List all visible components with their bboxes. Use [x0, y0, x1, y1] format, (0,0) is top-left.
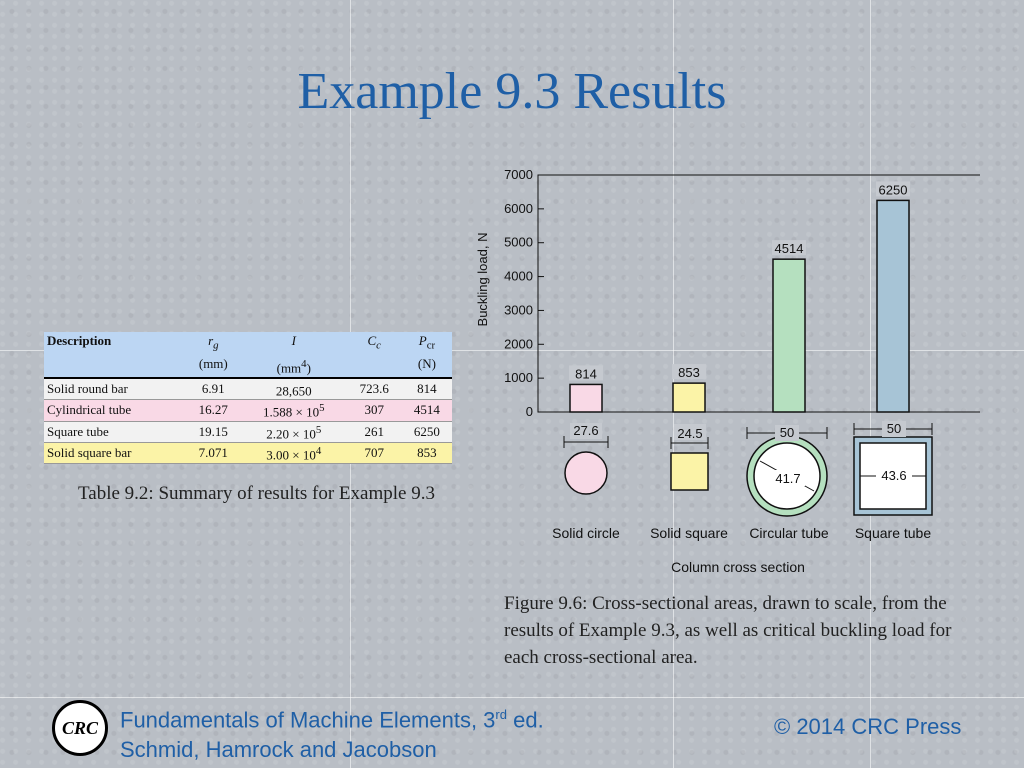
header-rg-unit: (mm) [185, 354, 241, 379]
y-tick-label: 0 [526, 404, 533, 419]
table-caption: Table 9.2: Summary of results for Exampl… [78, 483, 435, 504]
category-label: Solid square [650, 525, 728, 541]
header-description: Description [44, 332, 186, 355]
summary-table: Description rg I Cc Pcr (mm) (mm4) (N) S… [44, 332, 452, 465]
solid-circle-shape [564, 451, 608, 495]
y-tick-label: 5000 [504, 235, 533, 250]
dim-solid-circle: 27.6 [573, 423, 598, 438]
bar-value-label: 4514 [775, 241, 804, 256]
header-cc: Cc [346, 332, 402, 355]
table-header-row: Description rg I Cc Pcr [44, 332, 452, 355]
table-row: Square tube 19.15 2.20 × 105 261 6250 [44, 421, 452, 443]
bar [672, 382, 706, 413]
dim-circular-tube-outer: 50 [780, 425, 794, 440]
crc-logo: CRC [52, 700, 108, 756]
table-header-units-row: (mm) (mm4) (N) [44, 354, 452, 379]
value-label-bg [672, 364, 706, 380]
y-tick-label: 4000 [504, 269, 533, 284]
category-label: Square tube [855, 525, 931, 541]
dim-square-tube-outer: 50 [887, 421, 901, 436]
footer-book-title: Fundamentals of Machine Elements, 3rd ed… [120, 707, 544, 733]
y-tick-label: 6000 [504, 201, 533, 216]
x-axis-label: Column cross section [671, 559, 805, 575]
value-label-bg [772, 240, 806, 256]
bar [772, 258, 806, 413]
header-i-unit: (mm4) [240, 354, 347, 379]
category-label: Circular tube [749, 525, 829, 541]
footer-copyright: © 2014 CRC Press [774, 714, 962, 739]
figure-caption: Figure 9.6: Cross-sectional areas, drawn… [504, 593, 952, 668]
y-tick-label: 2000 [504, 336, 533, 351]
solid-square-shape [670, 452, 709, 491]
slide-title: Example 9.3 Results [297, 63, 727, 120]
grid-line [0, 350, 1024, 351]
bar-value-label: 6250 [879, 182, 908, 197]
table-row: Solid square bar 7.071 3.00 × 104 707 85… [44, 442, 452, 465]
value-label-bg [876, 181, 910, 197]
header-pcr-unit: (N) [401, 354, 452, 379]
table-row: Cylindrical tube 16.27 1.588 × 105 307 4… [44, 399, 452, 422]
y-tick-label: 7000 [504, 167, 533, 182]
bar [876, 199, 910, 413]
dim-solid-square: 24.5 [677, 426, 702, 441]
footer-authors: Schmid, Hamrock and Jacobson [120, 737, 437, 763]
grid-line [0, 697, 1024, 698]
dim-square-tube-inner: 43.6 [881, 468, 906, 483]
y-tick-label: 3000 [504, 302, 533, 317]
bar-value-label: 814 [575, 366, 597, 381]
bar-value-label: 853 [678, 365, 700, 380]
y-tick-label: 1000 [504, 370, 533, 385]
footer-book-info: Fundamentals of Machine Elements, 3rd ed… [120, 700, 544, 765]
grid-line [870, 0, 871, 768]
table-row: Solid round bar 6.91 28,650 723.6 814 [44, 377, 452, 401]
header-pcr: Pcr [401, 332, 452, 355]
header-i: I [240, 332, 347, 355]
dim-circular-tube-inner: 41.7 [775, 471, 800, 486]
bar [569, 383, 603, 413]
value-label-bg [569, 365, 603, 381]
plot-frame [537, 174, 980, 413]
y-axis-label: Buckling load, N [475, 233, 490, 327]
category-label: Solid circle [552, 525, 620, 541]
header-rg: rg [185, 332, 241, 355]
